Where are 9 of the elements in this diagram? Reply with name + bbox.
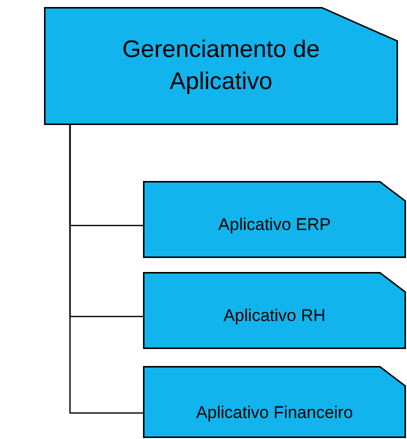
box-text: Aplicativo Financeiro — [196, 402, 353, 424]
process-box — [143, 366, 406, 438]
box-text: Aplicativo ERP — [218, 214, 331, 236]
process-box — [143, 272, 406, 349]
process-box — [143, 181, 406, 258]
box-text: Gerenciamento de Aplicativo — [121, 34, 321, 97]
process-box — [44, 7, 398, 125]
box-text: Aplicativo RH — [223, 305, 326, 328]
connector-line — [69, 125, 143, 414]
